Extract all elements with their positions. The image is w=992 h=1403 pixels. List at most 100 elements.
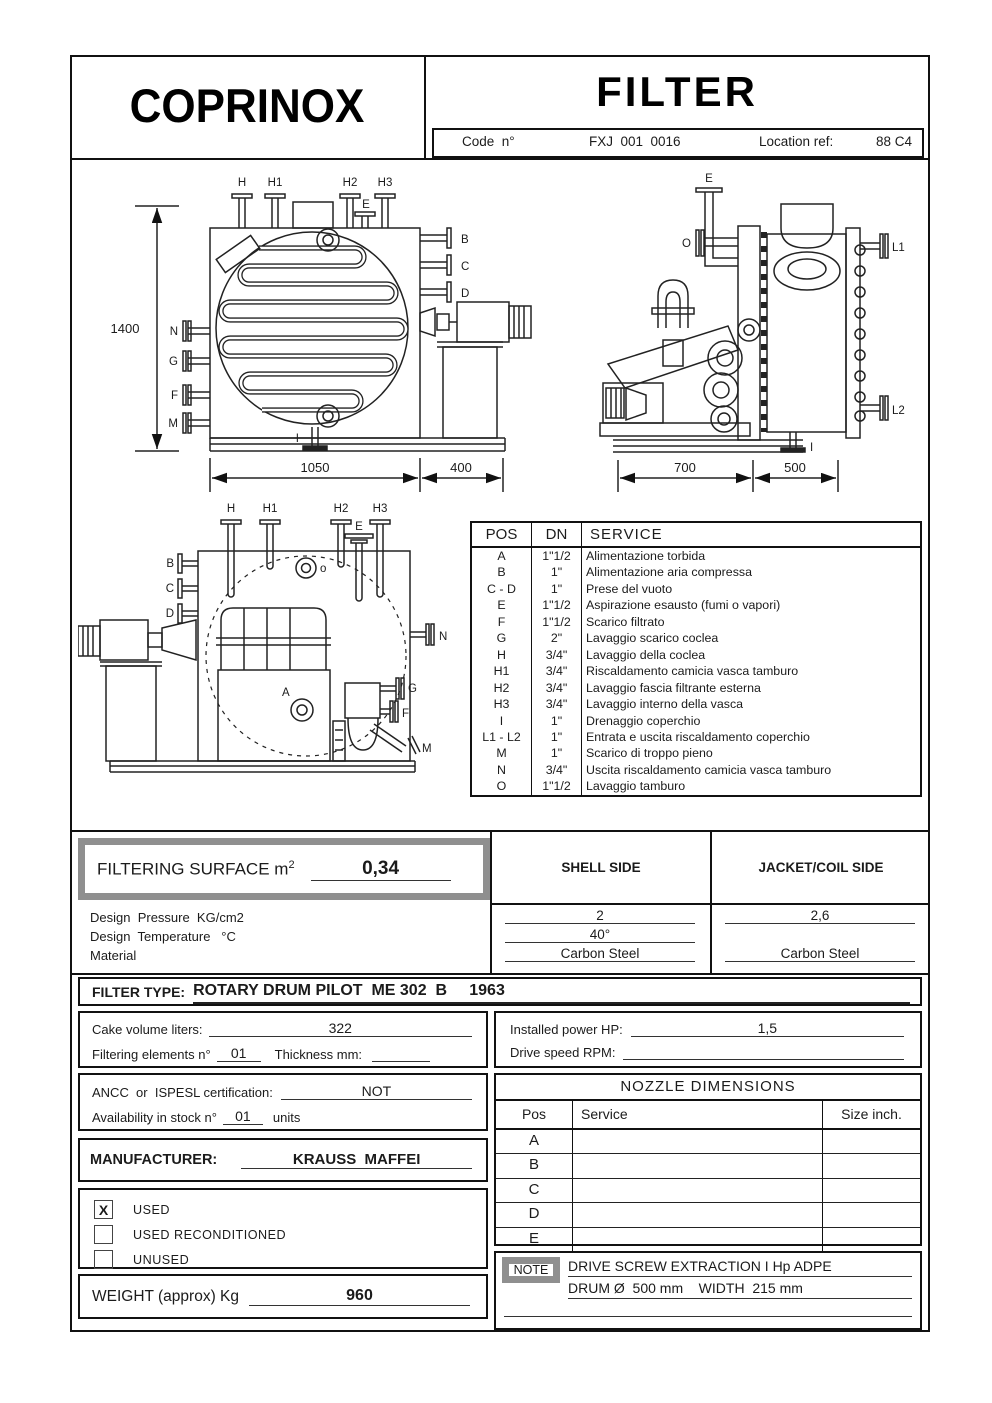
service-cell: Lavaggio fascia filtrante esterna — [586, 680, 761, 695]
dn-cell: 1"1/2 — [532, 548, 582, 565]
pos-cell: H — [472, 646, 532, 664]
label-c: C — [166, 583, 174, 595]
service-cell: Lavaggio tamburo — [586, 779, 686, 794]
note-line1: DRIVE SCREW EXTRACTION I Hp ADPE — [568, 1257, 912, 1277]
nozzle-service-cell — [573, 1178, 823, 1203]
dn-cell: 1" — [532, 712, 582, 729]
service-cell: Riscaldamento camicia vasca tamburo — [586, 664, 799, 679]
condition-checkbox[interactable]: X — [94, 1200, 113, 1219]
condition-checkbox[interactable] — [94, 1250, 113, 1269]
drive-speed-value — [623, 1059, 904, 1060]
pos-cell: M — [472, 745, 532, 762]
shell-temperature-value: 40° — [505, 927, 695, 943]
condition-label: UNUSED — [133, 1252, 190, 1267]
service-table-row: C - D 1" Prese del vuoto — [472, 580, 920, 598]
label-h: H — [238, 177, 246, 189]
pos-cell: G — [472, 630, 532, 647]
thickness-value — [372, 1061, 431, 1062]
jacket-material-value: Carbon Steel — [725, 946, 915, 962]
label-o-small: o — [320, 563, 326, 575]
filtering-elements-value: 01 — [216, 1045, 261, 1062]
dn-cell: 1"1/2 — [532, 778, 582, 795]
label-g: G — [169, 356, 178, 368]
installed-power-label: Installed power HP: — [510, 1022, 623, 1037]
nozzle-header-row: Pos Service Size inch. — [496, 1101, 920, 1130]
pos-cell: H1 — [472, 663, 532, 680]
service-table-header: POS DN SERVICE — [472, 523, 920, 548]
note-label: NOTE — [513, 1263, 549, 1277]
pos-cell: A — [472, 548, 532, 565]
pos-cell: H2 — [472, 679, 532, 697]
dn-cell: 1" — [532, 728, 582, 746]
condition-checkbox[interactable] — [94, 1225, 113, 1244]
nozzle-col-size: Size inch. — [841, 1106, 902, 1122]
pos-cell: F — [472, 613, 532, 631]
nozzle-row: E — [496, 1227, 920, 1252]
dim-500: 500 — [784, 460, 806, 475]
filter-type-label: FILTER TYPE: — [92, 983, 186, 1000]
design-row-label-material: Material — [90, 948, 137, 963]
jacket-side-header: JACKET/COIL SIDE — [758, 860, 884, 875]
service-table-row: H 3/4" Lavaggio della coclea — [472, 646, 920, 664]
dim-700: 700 — [674, 460, 696, 475]
design-row-label-pressure: Design Pressure KG/cm2 — [90, 910, 244, 925]
logo-divider — [424, 55, 426, 160]
installed-power-value: 1,5 — [630, 1020, 904, 1037]
label-m: M — [422, 743, 432, 755]
note-line3 — [504, 1315, 912, 1317]
label-h2: H2 — [334, 503, 349, 515]
page-title: FILTER — [596, 68, 758, 115]
pos-cell: N — [472, 761, 532, 779]
pos-cell: I — [472, 712, 532, 729]
cake-volume-value: 322 — [208, 1020, 472, 1037]
coprinox-logo: COPRINOX — [129, 79, 365, 133]
label-h1: H1 — [268, 177, 283, 189]
nozzle-dimensions-title: NOZZLE DIMENSIONS — [496, 1075, 920, 1101]
service-table-row: A 1"1/2 Alimentazione torbida — [472, 548, 920, 565]
label-i: I — [810, 442, 813, 454]
dn-cell: 1"1/2 — [532, 613, 582, 631]
availability-label: Availability in stock n° — [92, 1110, 217, 1125]
service-table-row: F 1"1/2 Scarico filtrato — [472, 613, 920, 631]
pos-cell: O — [472, 778, 532, 795]
note-label-box: NOTE — [502, 1257, 560, 1283]
certification-box: ANCC or ISPESL certification: NOT Availa… — [78, 1073, 488, 1131]
nozzle-pos-cell: D — [496, 1203, 573, 1227]
service-cell: Scarico di troppo pieno — [586, 746, 713, 761]
label-f: F — [171, 390, 178, 402]
note-line2: DRUM Ø 500 mm WIDTH 215 mm — [568, 1279, 912, 1299]
code-value: FXJ 001 0016 — [589, 134, 681, 149]
shell-pressure-value: 2 — [505, 908, 695, 924]
availability-units: units — [272, 1110, 301, 1125]
filtering-surface-value: 0,34 — [310, 858, 451, 881]
label-b: B — [461, 234, 469, 246]
location-label: Location ref: — [759, 134, 834, 149]
power-box: Installed power HP: 1,5 Drive speed RPM: — [494, 1011, 922, 1068]
service-cell: Lavaggio scarico coclea — [586, 631, 719, 646]
condition-box: X USED USED RECONDITIONED UNUSED — [78, 1188, 488, 1269]
dim-1400: 1400 — [111, 321, 140, 336]
nozzle-pos-cell: B — [496, 1154, 573, 1178]
code-bar: Code n° FXJ 001 0016 Location ref: 88 C4 — [432, 128, 924, 158]
filter-type-value: ROTARY DRUM PILOT ME 302 B 1963 — [193, 980, 910, 1004]
dn-cell: 3/4" — [532, 761, 582, 779]
ancc-value: NOT — [280, 1083, 472, 1100]
service-table-row: H3 3/4" Lavaggio interno della vasca — [472, 696, 920, 713]
label-d: D — [166, 608, 174, 620]
design-bottom-divider — [70, 973, 930, 975]
service-table-row: L1 - L2 1" Entrata e uscita riscaldament… — [472, 728, 920, 746]
label-e: E — [705, 173, 713, 185]
nozzle-pos-cell: C — [496, 1178, 573, 1203]
nozzle-row: A — [496, 1130, 920, 1155]
manufacturer-label: MANUFACTURER: — [90, 1152, 218, 1168]
dn-cell: 1"1/2 — [532, 597, 582, 614]
filter-type-bar: FILTER TYPE: ROTARY DRUM PILOT ME 302 B … — [78, 977, 922, 1006]
dim-1050: 1050 — [301, 460, 330, 475]
manufacturer-box: MANUFACTURER: KRAUSS MAFFEI — [78, 1138, 488, 1182]
condition-label: USED — [133, 1202, 170, 1217]
drawings-bottom-divider — [70, 830, 930, 832]
pos-cell: B — [472, 564, 532, 581]
nozzle-service-cell — [573, 1154, 823, 1178]
condition-label: USED RECONDITIONED — [133, 1227, 287, 1242]
